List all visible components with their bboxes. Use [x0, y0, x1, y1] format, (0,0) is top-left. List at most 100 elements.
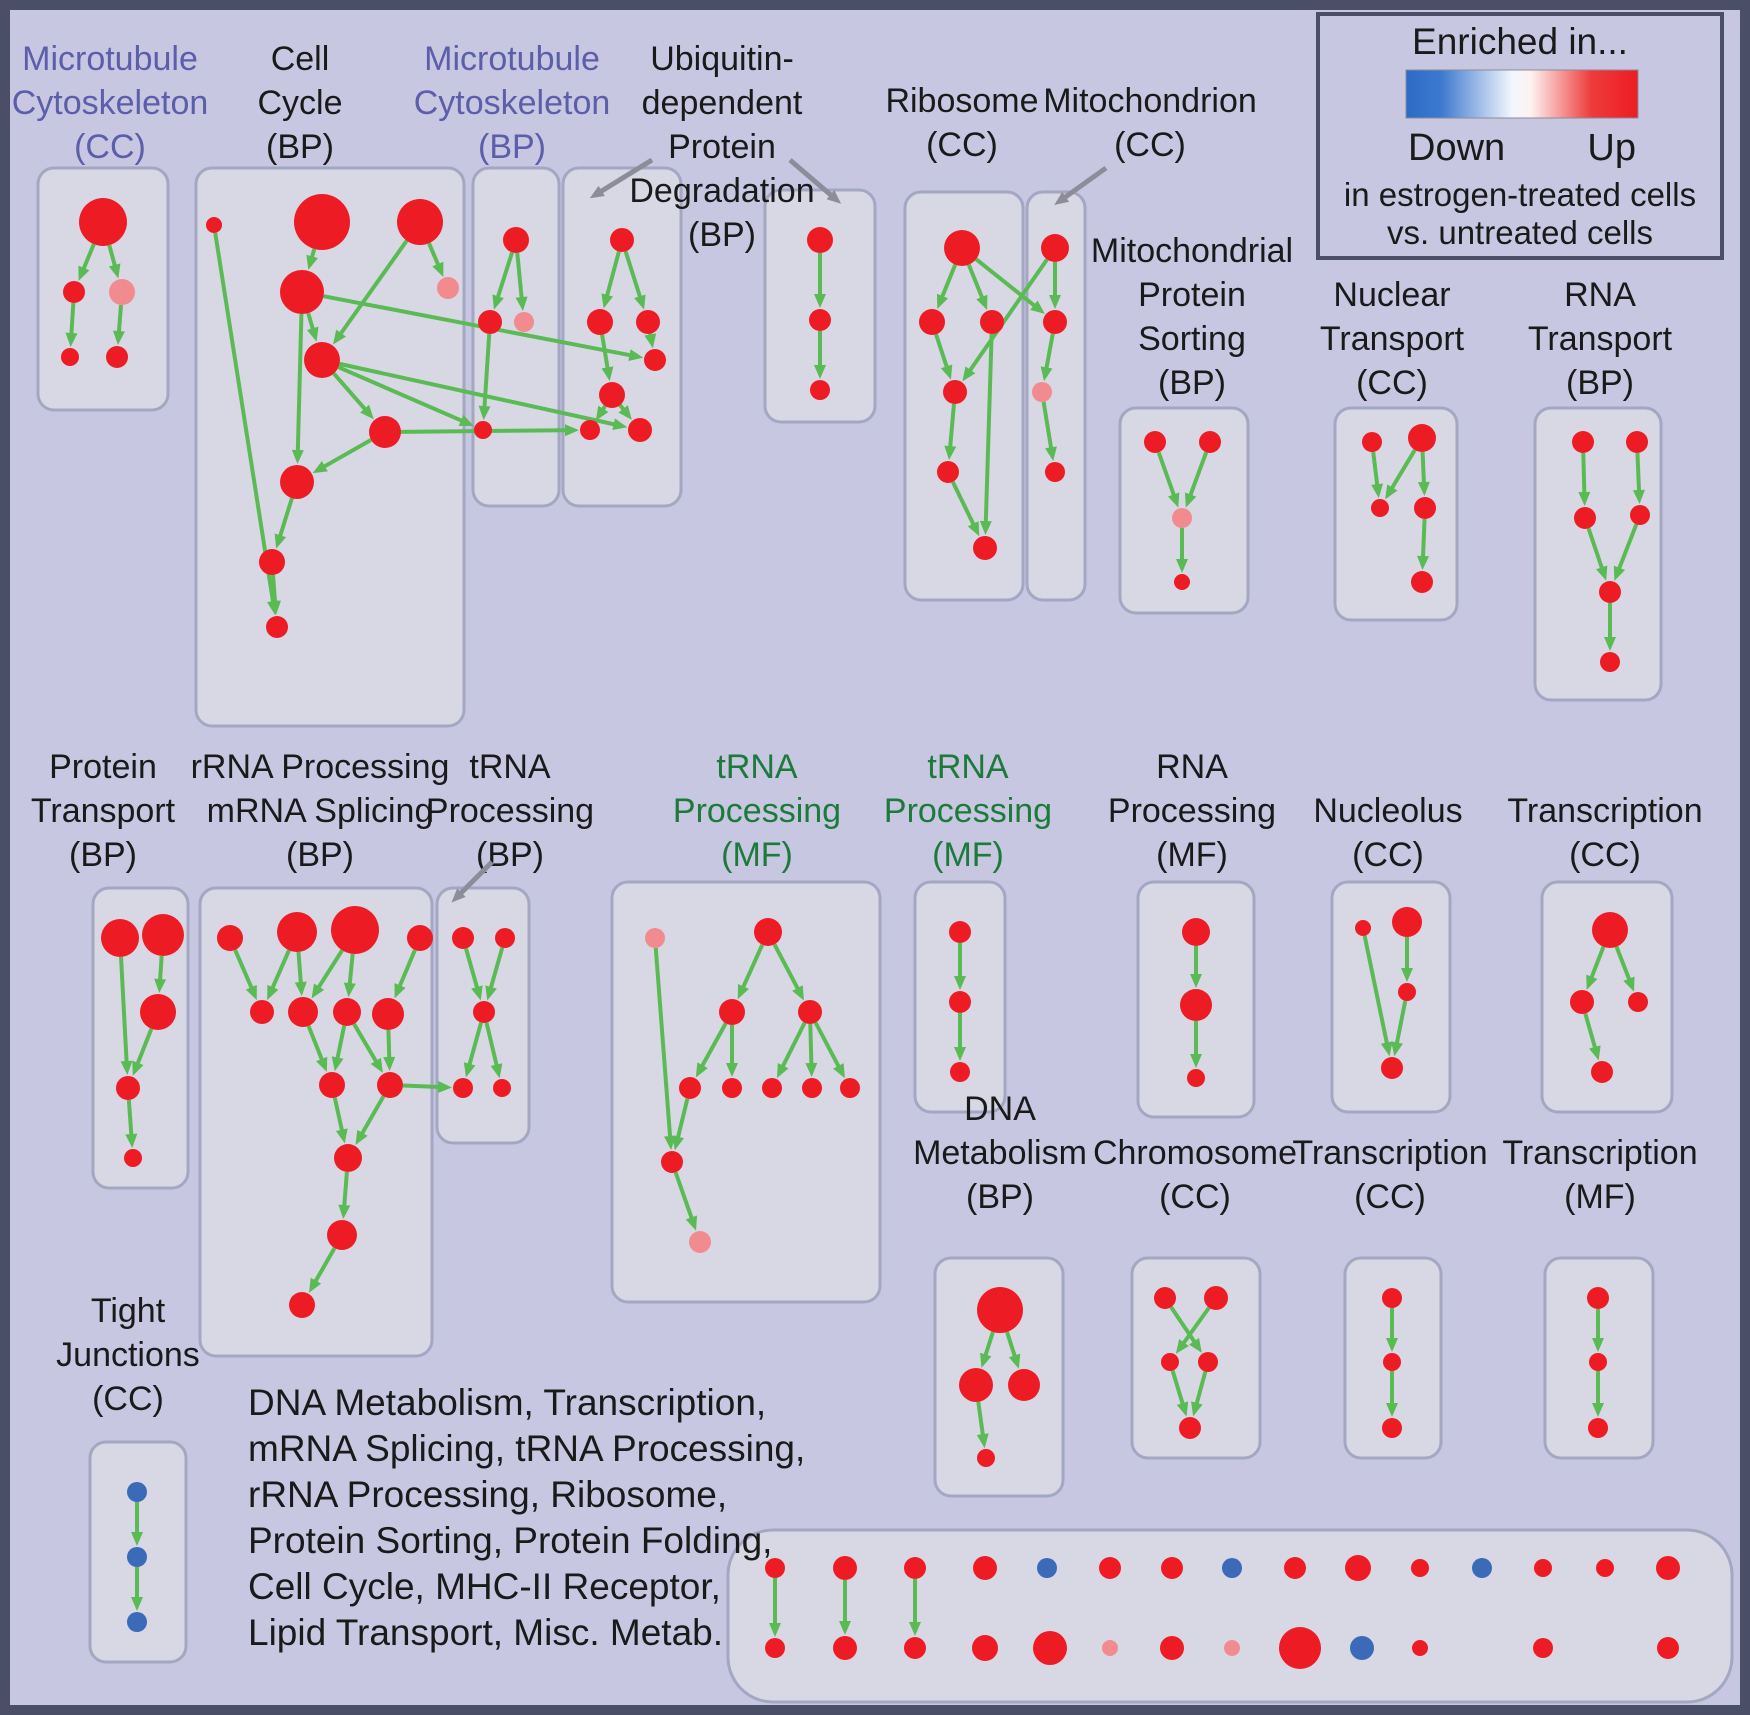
edge-arrow	[936, 263, 958, 310]
edge-arrow	[1169, 1306, 1202, 1353]
edge-arrow	[979, 333, 994, 536]
edge-arrow	[772, 943, 804, 1001]
go-term-node-nuclear-transport-cc-0	[1362, 432, 1382, 452]
cluster-box-ubiquitin-bp	[561, 166, 683, 508]
go-term-node-rrna-mrna-bp-3	[407, 925, 433, 951]
edge-arrow	[78, 243, 96, 281]
legend-box	[1316, 12, 1724, 260]
edge-arrow	[601, 251, 621, 309]
go-term-node-cell-cycle-bp-1	[294, 194, 350, 250]
go-term-node-trna-bp-3	[453, 1078, 473, 1098]
go-term-node-transcription-mf-2	[1588, 1418, 1608, 1438]
edge-arrow	[383, 1029, 396, 1072]
cluster-box-misc-cluster	[726, 1528, 1734, 1704]
edge-arrow	[1005, 1331, 1021, 1369]
go-term-node-dna-metabolism-bp-3	[977, 1449, 995, 1467]
edge-arrow	[154, 955, 167, 994]
edge-arrow	[1417, 518, 1430, 571]
go-term-node-ubiquitin-bp-4	[644, 349, 666, 371]
edge-arrow	[113, 304, 125, 346]
go-term-node-ubiquitin-bp-3	[599, 382, 625, 408]
go-term-node-transcription-cc-1-2	[1628, 992, 1648, 1012]
go-term-node-misc-cluster-12	[1534, 1559, 1552, 1577]
go-term-node-microtubule-cc-4	[106, 346, 128, 368]
edge-arrow	[951, 481, 980, 537]
edge-arrow	[1583, 1012, 1601, 1061]
go-term-node-misc-cluster-17	[904, 1637, 926, 1659]
go-term-node-dna-metabolism-bp-2	[1008, 1369, 1040, 1401]
edge-arrow	[463, 1022, 483, 1078]
go-term-node-cell-cycle-bp-4	[437, 277, 459, 299]
go-term-node-misc-cluster-27	[1657, 1637, 1679, 1659]
go-term-node-protein-transport-bp-3	[116, 1076, 140, 1100]
edge-arrow	[331, 1025, 347, 1072]
go-term-node-misc-cluster-4	[1037, 1558, 1057, 1578]
legend-gradient-bar	[1405, 69, 1639, 119]
go-term-node-rna-processing-mf-1	[1180, 989, 1212, 1021]
label-pointer-arrow	[589, 157, 654, 199]
go-term-node-mitochondrion-cc-2	[1032, 382, 1052, 402]
go-term-node-rna-transport-bp-0	[1572, 431, 1594, 453]
go-term-node-trna-mf-1-6	[762, 1078, 782, 1098]
go-term-node-trna-mf-1-10	[689, 1231, 711, 1253]
edge-arrow	[394, 949, 417, 999]
go-term-node-microtubule-bp-2	[514, 312, 534, 332]
go-term-node-rrna-mrna-bp-9	[377, 1072, 403, 1098]
go-term-node-misc-cluster-9	[1345, 1555, 1371, 1581]
go-term-node-rrna-mrna-bp-8	[319, 1072, 345, 1098]
cluster-box-transcription-cc-1	[1540, 880, 1674, 1114]
go-term-node-rrna-mrna-bp-10	[334, 1144, 362, 1172]
go-term-node-rrna-mrna-bp-1	[277, 912, 317, 952]
go-term-node-ribosome-cc-1	[919, 309, 945, 335]
edge-arrow	[274, 497, 294, 549]
go-term-node-misc-cluster-19	[1033, 1631, 1067, 1665]
edge-arrow	[980, 1331, 995, 1368]
edge-arrow	[962, 258, 1049, 382]
go-term-node-trna-mf-1-0	[645, 928, 665, 948]
go-term-node-trna-mf-2-0	[949, 921, 971, 943]
go-term-node-trna-mf-1-9	[661, 1151, 683, 1173]
edge-arrow	[1385, 448, 1417, 500]
go-term-node-ubiquitin-bp-5	[580, 420, 600, 440]
footnote-text: DNA Metabolism, Transcription,mRNA Splic…	[248, 1382, 805, 1653]
go-term-node-misc-cluster-20	[1102, 1640, 1118, 1656]
go-term-node-misc-cluster-0	[765, 1558, 785, 1578]
go-term-node-rrna-mrna-bp-5	[288, 997, 318, 1027]
go-term-node-tight-junctions-cc-1	[127, 1547, 147, 1567]
edge-arrow	[695, 1022, 728, 1078]
edge-arrow	[618, 403, 632, 420]
edge-arrow	[339, 361, 628, 431]
go-term-node-trna-mf-1-3	[798, 1000, 822, 1024]
cluster-label-transcription-cc-1: Transcription(CC)	[1507, 792, 1702, 874]
legend-title: Enriched in...	[1412, 21, 1628, 62]
edge-arrow	[492, 251, 514, 310]
go-term-node-ribosome-cc-0	[944, 230, 980, 266]
edge-arrow	[464, 948, 483, 1001]
label-pointer-arrow	[451, 860, 494, 903]
edge-arrow	[306, 248, 318, 270]
cluster-label-transcription-cc-2: Transcription(CC)	[1292, 1134, 1487, 1216]
go-term-node-cell-cycle-bp-9	[266, 616, 288, 638]
edge-arrow	[976, 1401, 989, 1449]
edge-arrow	[1170, 1370, 1189, 1417]
edge-arrow	[1156, 451, 1180, 508]
edge-arrow	[1185, 451, 1209, 508]
go-term-node-protein-transport-bp-0	[101, 919, 139, 957]
go-term-node-rrna-mrna-bp-6	[333, 998, 361, 1026]
go-term-node-transcription-cc-1-0	[1592, 912, 1628, 948]
edge-arrow	[294, 951, 307, 997]
go-term-node-misc-cluster-1	[833, 1556, 857, 1580]
go-term-node-rna-transport-bp-2	[1574, 507, 1596, 529]
legend-down-label: Down	[1408, 127, 1505, 169]
go-term-node-ribosome-cc-4	[937, 461, 959, 483]
